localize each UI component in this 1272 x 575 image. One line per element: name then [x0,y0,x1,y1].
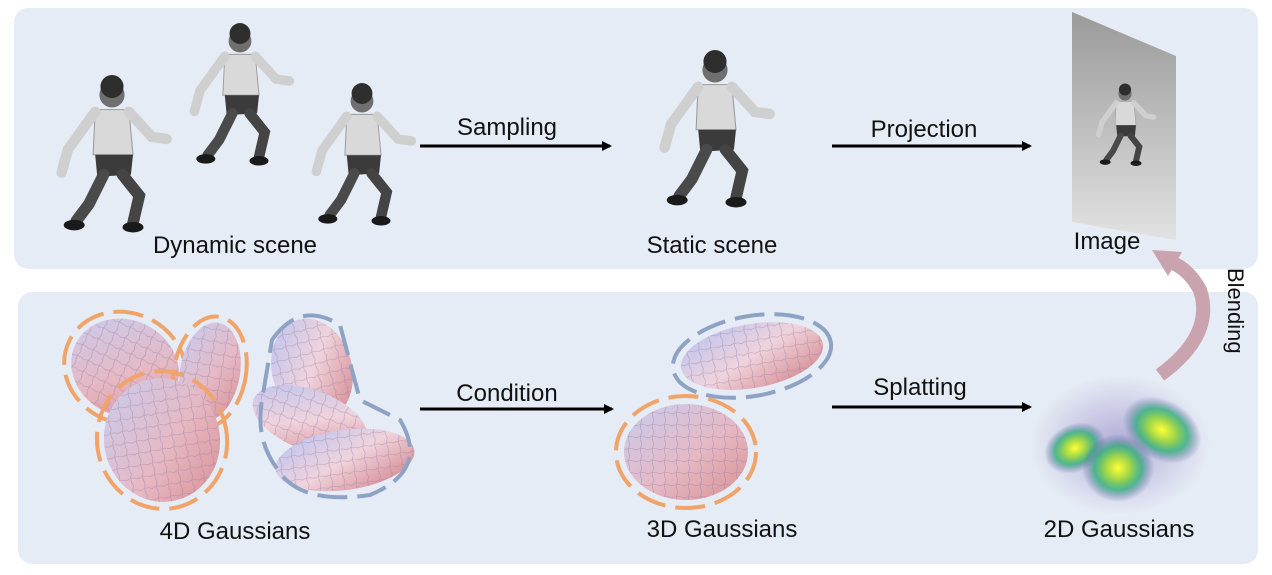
gaussians-3d-ellipsoids [614,312,834,510]
image-label: Image [1073,228,1141,255]
player-figure-icon [316,83,411,226]
static-scene-label: Static scene [646,232,778,259]
static-scene-player-icon [665,50,770,208]
projection-label: Projection [870,116,978,143]
condition-label: Condition [456,380,558,407]
gaussians-4d-ellipsoids [62,309,415,511]
image-plane-icon [1072,12,1176,240]
gaussians-4d-label: 4D Gaussians [159,518,311,545]
dynamic-scene-label: Dynamic scene [152,232,318,259]
blending-label: Blending [1223,268,1248,354]
splatting-label: Splatting [873,374,967,401]
sampling-label: Sampling [456,114,558,141]
dynamic-scene-players [62,23,412,232]
player-figure-icon [194,23,289,166]
gaussians-2d-label: 2D Gaussians [1043,516,1195,543]
blending-arrow [1152,250,1211,381]
gaussian-blob-icon [1030,375,1210,515]
gaussians-3d-label: 3D Gaussians [646,516,798,543]
player-figure-icon [62,75,167,233]
